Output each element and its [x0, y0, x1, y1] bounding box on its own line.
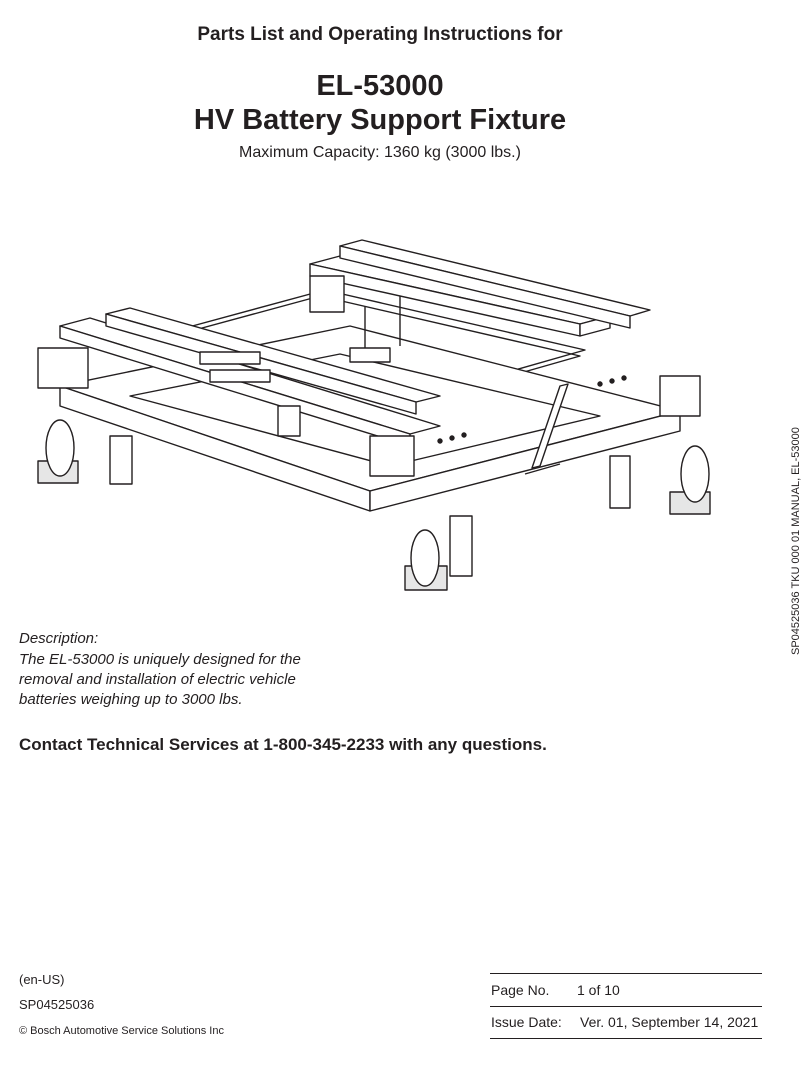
footer-rule-top	[490, 973, 762, 974]
capacity-text: Maximum Capacity: 1360 kg (3000 lbs.)	[239, 144, 521, 161]
footer-rule-bottom	[490, 1038, 762, 1039]
footer-rule-middle	[490, 1006, 762, 1007]
page-number-label: Page No.	[491, 982, 550, 998]
model-number: EL-53000	[316, 70, 444, 102]
issue-date-value: Ver. 01, September 14, 2021	[580, 1014, 759, 1030]
copyright-text: © Bosch Automotive Service Solutions Inc	[19, 1025, 224, 1037]
document-subtitle: Parts List and Operating Instructions fo…	[197, 24, 563, 45]
description-label: Description:	[19, 630, 99, 647]
issue-date-label: Issue Date:	[491, 1014, 562, 1030]
contact-line: Contact Technical Services at 1-800-345-…	[19, 735, 547, 754]
product-title: HV Battery Support Fixture	[193, 104, 567, 136]
description-text: The EL-53000 is uniquely designed for th…	[19, 651, 301, 708]
page-number-value: 1 of 10	[577, 982, 620, 998]
locale-code: (en-US)	[19, 972, 65, 987]
side-reference-text: SP04525036 TKU 000 01 MANUAL, EL-53000	[790, 427, 802, 655]
part-number: SP04525036	[19, 997, 95, 1012]
fixture-illustration	[37, 239, 711, 591]
